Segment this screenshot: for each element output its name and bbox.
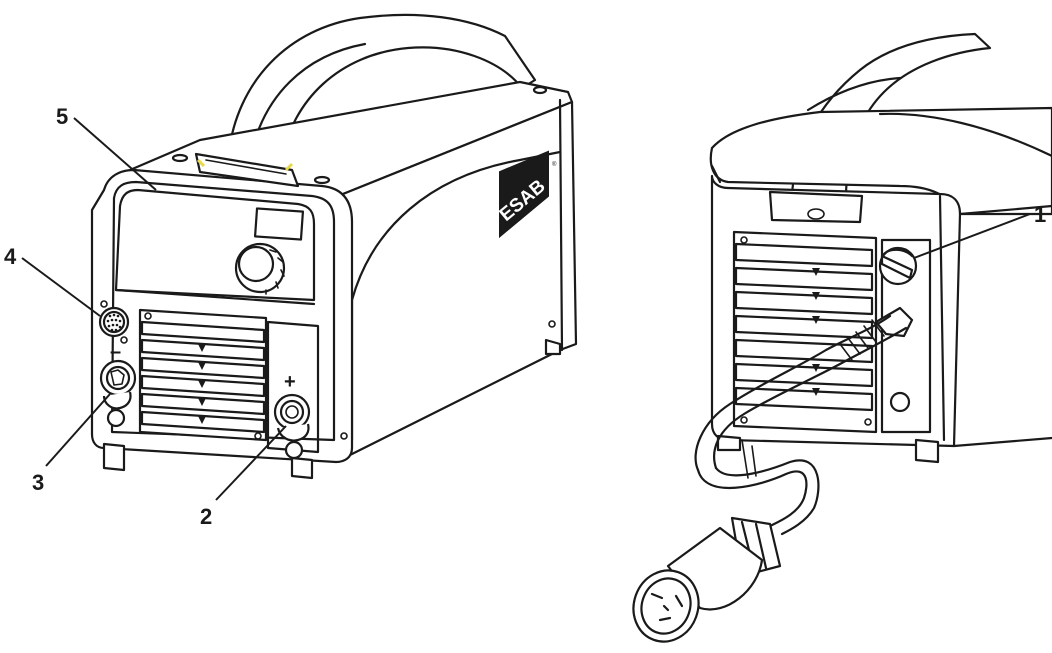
- rear-vent-grille: [732, 230, 878, 434]
- svg-text:1: 1: [1034, 202, 1046, 227]
- svg-text:5: 5: [56, 104, 68, 129]
- svg-text:3: 3: [32, 470, 44, 495]
- mains-plug: [632, 516, 782, 643]
- callout-4: 4: [4, 244, 101, 317]
- remote-control-socket[interactable]: [98, 300, 130, 344]
- negative-terminal[interactable]: –: [99, 341, 137, 428]
- control-knob[interactable]: [234, 242, 286, 295]
- svg-text:2: 2: [200, 504, 212, 529]
- positive-terminal[interactable]: +: [273, 371, 311, 460]
- callout-2: 2: [200, 425, 287, 529]
- display-window: [253, 207, 305, 241]
- machine-front-view: ESAB ®: [90, 13, 578, 480]
- machine-rear-view: [632, 32, 1052, 643]
- mains-power-switch[interactable]: [878, 246, 918, 286]
- callout-1: 1: [913, 202, 1046, 259]
- svg-text:4: 4: [4, 244, 17, 269]
- callout-5: 5: [56, 104, 157, 191]
- front-vent-grille: [138, 308, 268, 442]
- callout-3: 3: [32, 393, 111, 495]
- svg-text:®: ®: [552, 161, 557, 168]
- mains-cable: [694, 306, 914, 536]
- svg-text:–: –: [110, 341, 121, 363]
- svg-text:+: +: [284, 371, 296, 393]
